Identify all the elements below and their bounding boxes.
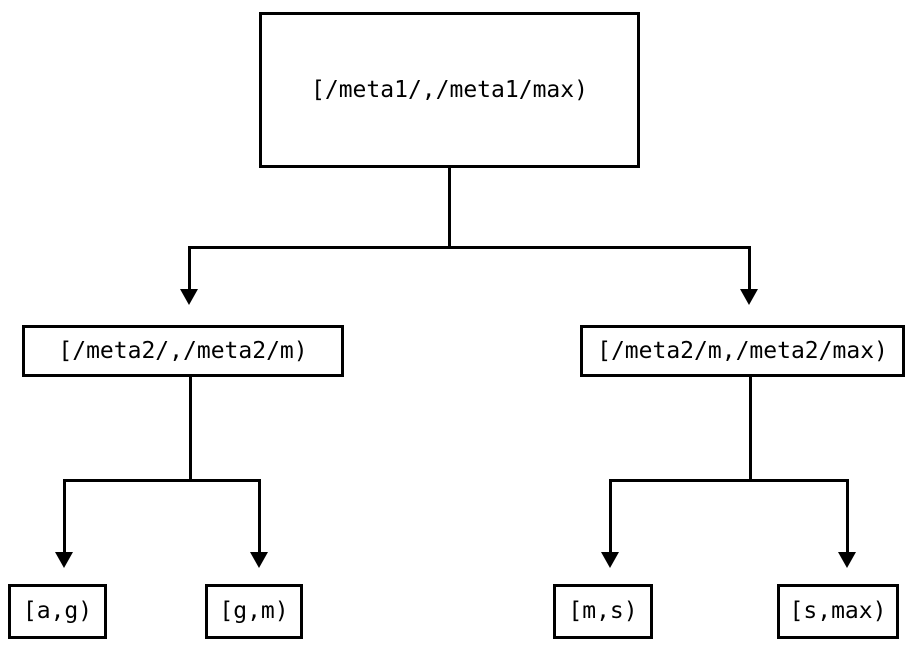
arrow-head-icon-mid-left-to-leaf-0: [55, 552, 73, 568]
tree-node-leaf-1-label: [g,m): [219, 598, 289, 624]
tree-node-leaf-0-label: [a,g): [22, 598, 93, 624]
tree-node-mid-right-label: [/meta2/m,/meta2/max): [597, 337, 888, 364]
tree-node-root-label: [/meta1/,/meta1/max): [311, 76, 588, 103]
arrow-head-icon-mid-right-to-leaf-3: [838, 552, 856, 568]
edge-mid-left-crossbar: [63, 479, 261, 482]
edge-mid-right-crossbar: [609, 479, 849, 482]
edge-mid-left-stem: [189, 377, 192, 482]
tree-node-mid-left-label: [/meta2/,/meta2/m): [58, 337, 308, 364]
tree-node-leaf-0[interactable]: [a,g): [8, 584, 107, 639]
edge-root-crossbar: [188, 246, 751, 249]
tree-node-leaf-2-label: [m,s): [568, 598, 638, 624]
edge-root-stem: [448, 168, 451, 249]
arrow-head-icon-mid-left-to-leaf-1: [250, 552, 268, 568]
arrow-head-icon-root-to-mid-left: [180, 289, 198, 305]
arrow-head-icon-root-to-mid-right: [740, 289, 758, 305]
tree-node-leaf-2[interactable]: [m,s): [553, 584, 653, 639]
tree-node-leaf-1[interactable]: [g,m): [205, 584, 303, 639]
arrow-head-icon-mid-right-to-leaf-2: [601, 552, 619, 568]
edge-mid-right-stem: [749, 377, 752, 482]
tree-node-leaf-3[interactable]: [s,max): [777, 584, 899, 639]
edge-root-to-mid-right-drop: [748, 246, 751, 289]
edge-mid-right-to-leaf-3-drop: [846, 479, 849, 552]
tree-node-mid-right[interactable]: [/meta2/m,/meta2/max): [580, 325, 905, 377]
tree-node-leaf-3-label: [s,max): [789, 598, 887, 624]
tree-node-root[interactable]: [/meta1/,/meta1/max): [259, 12, 640, 168]
edge-mid-right-to-leaf-2-drop: [609, 479, 612, 552]
tree-node-mid-left[interactable]: [/meta2/,/meta2/m): [22, 325, 344, 377]
edge-root-to-mid-left-drop: [188, 246, 191, 289]
edge-mid-left-to-leaf-0-drop: [63, 479, 66, 552]
edge-mid-left-to-leaf-1-drop: [258, 479, 261, 552]
